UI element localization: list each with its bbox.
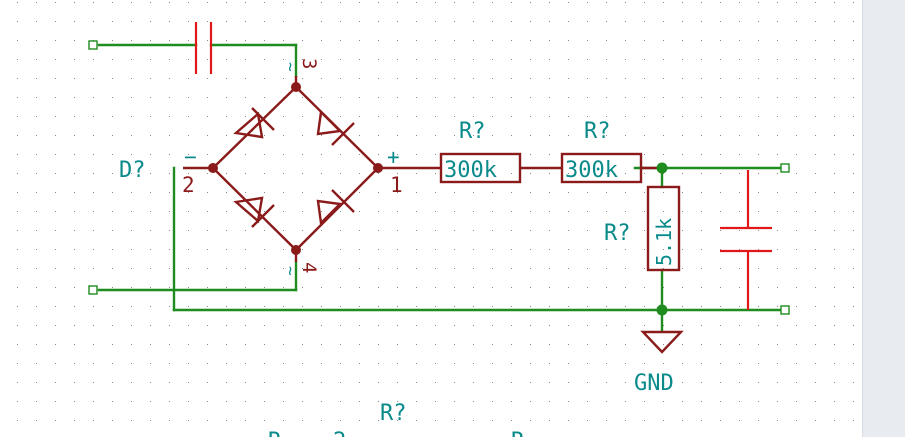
diode-upper-left <box>233 107 275 139</box>
pin-number-4: 4 <box>298 262 320 273</box>
r3-ref-label: R? <box>604 221 631 246</box>
ground-symbol[interactable] <box>640 330 684 354</box>
r2-ref-label: R? <box>584 119 611 144</box>
minus-sign: − <box>184 145 197 169</box>
plus-sign: + <box>387 145 400 169</box>
bridge-ref-label: D? <box>119 158 146 183</box>
wire-junction-dot <box>656 162 668 174</box>
connector-pins <box>88 40 790 315</box>
pin-number-2: 2 <box>182 173 195 197</box>
ac-tilde-3: ~ <box>281 62 300 72</box>
diode-lower-left <box>233 196 275 228</box>
gnd-label: GND <box>634 371 674 396</box>
schematic-canvas[interactable]: D? R? 300k R? 300k R? 5.1k GND R? R 2 R … <box>0 0 862 437</box>
r4-ref-label: R? <box>380 401 407 426</box>
r1-ref-label: R? <box>459 119 486 144</box>
diode-upper-right <box>316 109 355 146</box>
side-panel <box>862 0 905 437</box>
r2-value-label: 300k <box>565 158 618 183</box>
wire-junction-dot <box>656 304 668 316</box>
pin-number-1: 1 <box>390 173 403 197</box>
resistor-r1-body[interactable] <box>439 152 522 184</box>
junction-dot <box>291 82 301 92</box>
pin-square-top-left[interactable] <box>88 40 98 50</box>
pin-square-out-top[interactable] <box>780 163 790 173</box>
partial-label-right: R <box>511 429 525 437</box>
diode-lower-right <box>316 189 355 226</box>
capacitor-right[interactable] <box>720 170 772 310</box>
partial-label-mid: 2 <box>333 429 346 437</box>
junction-dot <box>208 163 218 173</box>
r1-value-label: 300k <box>444 158 497 183</box>
partial-label-left: R <box>268 429 282 437</box>
pin-number-3: 3 <box>298 58 320 69</box>
bridge-rectifier[interactable] <box>183 76 408 262</box>
pin-square-mid-left[interactable] <box>88 285 98 295</box>
r3-value-label: 5.1k <box>652 218 676 266</box>
capacitor-top[interactable] <box>194 22 213 74</box>
resistor-r2-body[interactable] <box>560 152 643 184</box>
junction-dot <box>373 163 383 173</box>
grid-dots <box>0 0 862 437</box>
pin-square-out-bottom[interactable] <box>780 305 790 315</box>
ac-tilde-4: ~ <box>281 266 300 276</box>
resistor-r3-body[interactable] <box>646 185 681 272</box>
junction-dot <box>291 245 301 255</box>
schematic-drawing: D? R? 300k R? 300k R? 5.1k GND R? R 2 R … <box>0 0 862 437</box>
